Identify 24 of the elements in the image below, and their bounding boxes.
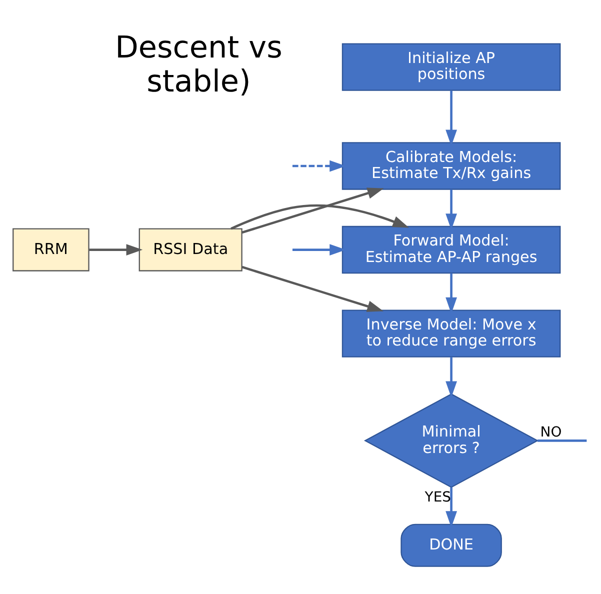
- node-box: Forward Model: Estimate AP-AP ranges: [342, 225, 561, 274]
- node-box: RSSI Data: [138, 228, 242, 271]
- label: Descent vs: [115, 30, 282, 66]
- node-box: Initialize AP positions: [342, 42, 561, 90]
- node-box: Calibrate Models: Estimate Tx/Rx gains: [342, 142, 561, 190]
- node-box: Inverse Model: Move x to reduce range errors: [342, 309, 561, 357]
- arrow: [242, 265, 384, 312]
- arrow: [89, 244, 143, 255]
- node-box: DONE: [400, 523, 502, 566]
- arrow: [446, 188, 458, 230]
- node-diamond: Minimal errors ?: [364, 392, 539, 488]
- edge-label: YES: [424, 488, 452, 505]
- edge-label: NO: [540, 424, 562, 440]
- label: stable): [146, 64, 251, 99]
- arrow: [230, 204, 410, 230]
- connector: [537, 438, 587, 442]
- arrow: [242, 187, 384, 234]
- arrow: [446, 486, 458, 527]
- arrow: [292, 244, 346, 255]
- arrow: [446, 272, 458, 314]
- arrow: [446, 90, 458, 146]
- arrow: [292, 160, 346, 172]
- node-box: RRM: [12, 228, 90, 271]
- arrow: [446, 356, 458, 398]
